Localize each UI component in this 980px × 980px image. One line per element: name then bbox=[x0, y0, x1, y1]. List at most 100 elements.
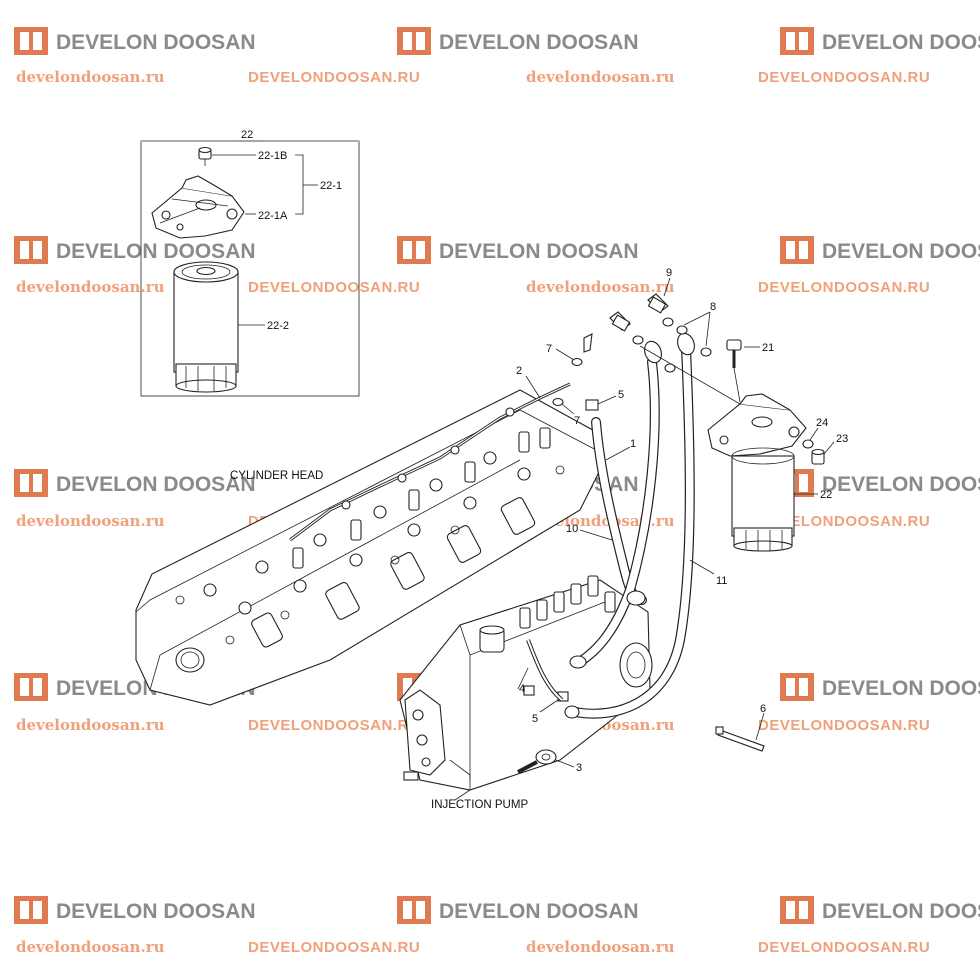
watermark-brand: DEVELON DOOSAN bbox=[822, 473, 980, 496]
bolt-21 bbox=[726, 339, 742, 368]
watermark-logo: DEVELON DOOSAN bbox=[397, 27, 639, 55]
watermark-logo: DEVELON DOOSAN bbox=[780, 27, 980, 55]
watermark-url: DEVELONDOOSAN.RU bbox=[758, 939, 930, 956]
callout-7-lower: 7 bbox=[574, 415, 580, 427]
logo-mark-icon bbox=[397, 896, 431, 924]
watermark-logo: DEVELON DOOSAN bbox=[397, 236, 639, 264]
watermark-url: DEVELONDOOSAN.RU bbox=[248, 279, 420, 296]
callout-10: 10 bbox=[566, 523, 578, 535]
watermark-url: DEVELONDOOSAN.RU bbox=[248, 717, 420, 734]
injector-row bbox=[175, 427, 565, 645]
pump-governor bbox=[403, 689, 446, 781]
watermark-logo: DEVELON DOOSAN bbox=[780, 469, 980, 497]
watermark-brand: DEVELON DOOSAN bbox=[822, 31, 980, 54]
watermark-url: DEVELONDOOSAN.RU bbox=[248, 939, 420, 956]
callout-22-2: 22-2 bbox=[267, 320, 289, 332]
callout-7-upper: 7 bbox=[546, 343, 552, 355]
overflow-valve-7 bbox=[552, 333, 593, 407]
callout-22-1A: 22-1A bbox=[258, 210, 288, 222]
logo-mark-icon bbox=[14, 896, 48, 924]
watermark-url: develondoosan.ru bbox=[16, 716, 165, 734]
caption-cylinder-head: CYLINDER HEAD bbox=[230, 470, 323, 482]
watermark-row-2: DEVELON DOOSAN DEVELON DOOSAN DEVELON DO… bbox=[14, 236, 980, 296]
callout-11: 11 bbox=[716, 575, 727, 587]
watermark-row-5: DEVELON DOOSAN DEVELON DOOSAN DEVELON DO… bbox=[14, 896, 980, 956]
watermark-url: develondoosan.ru bbox=[16, 68, 165, 86]
filter-assembly-inset: 22 22-1B 22-1A 22-1 bbox=[140, 129, 360, 397]
callout-21: 21 bbox=[762, 342, 774, 354]
callout-1: 1 bbox=[630, 438, 636, 450]
callout-5-upper: 5 bbox=[618, 389, 624, 401]
watermark-brand: DEVELON DOOSAN bbox=[56, 240, 256, 263]
callout-leaders bbox=[517, 277, 835, 768]
watermark-brand: DEVELON DOOSAN bbox=[822, 240, 980, 263]
watermark-brand: DEVELON DOOSAN bbox=[56, 31, 256, 54]
pump-delivery-valves bbox=[519, 575, 616, 629]
logo-mark-icon bbox=[780, 673, 814, 701]
callout-8: 8 bbox=[710, 301, 716, 313]
watermark-url: DEVELONDOOSAN.RU bbox=[758, 717, 930, 734]
logo-mark-icon bbox=[14, 27, 48, 55]
washers-8 bbox=[632, 317, 712, 373]
watermark-logo: DEVELON DOOSAN bbox=[14, 469, 256, 497]
callout-22-1B: 22-1B bbox=[258, 150, 287, 162]
callout-6: 6 bbox=[760, 703, 766, 715]
callout-5-lower: 5 bbox=[532, 713, 538, 725]
logo-mark-icon bbox=[14, 469, 48, 497]
watermark-brand: DEVELON DOOSAN bbox=[56, 473, 256, 496]
pipe-4 bbox=[526, 639, 564, 702]
clip-5 bbox=[523, 399, 599, 702]
logo-mark-icon bbox=[780, 27, 814, 55]
callout-22: 22 bbox=[820, 489, 832, 501]
watermark-logo: DEVELON DOOSAN bbox=[780, 236, 980, 264]
watermark-brand: DEVELON DOOSAN bbox=[822, 900, 980, 923]
callout-9: 9 bbox=[666, 267, 672, 279]
logo-mark-icon bbox=[14, 673, 48, 701]
logo-mark-icon bbox=[780, 896, 814, 924]
callout-4: 4 bbox=[519, 683, 525, 695]
plug-23 bbox=[811, 448, 825, 465]
cylinder-head-part bbox=[135, 382, 601, 706]
watermark-brand: DEVELON DOOSAN bbox=[439, 900, 639, 923]
washer-24 bbox=[802, 439, 814, 449]
secondary-filter-part bbox=[707, 393, 807, 552]
inset-frame bbox=[140, 140, 360, 397]
intake-ports bbox=[175, 497, 536, 673]
watermark-layer: DEVELON DOOSAN DEVELON DOOSAN DEVELON DO… bbox=[14, 27, 980, 956]
callout-24: 24 bbox=[816, 417, 828, 429]
logo-mark-icon bbox=[780, 236, 814, 264]
watermark-url: develondoosan.ru bbox=[526, 68, 675, 86]
filter-cartridge-part bbox=[173, 261, 239, 393]
eye-bolt-3 bbox=[517, 749, 557, 774]
watermark-url: DEVELONDOOSAN.RU bbox=[758, 513, 930, 530]
watermark-logo: DEVELON DOOSAN bbox=[397, 896, 639, 924]
watermark-logo: DEVELON DOOSAN bbox=[14, 236, 256, 264]
logo-mark-icon bbox=[397, 236, 431, 264]
watermark-url: develondoosan.ru bbox=[526, 278, 675, 296]
bleed-screw-part bbox=[198, 146, 212, 166]
callout-22-1: 22-1 bbox=[320, 180, 342, 192]
callout-3: 3 bbox=[576, 762, 582, 774]
callout-23: 23 bbox=[836, 433, 848, 445]
watermark-url: DEVELONDOOSAN.RU bbox=[248, 69, 420, 86]
watermark-row-1: DEVELON DOOSAN DEVELON DOOSAN DEVELON DO… bbox=[14, 27, 980, 86]
logo-mark-icon bbox=[397, 27, 431, 55]
callout-2: 2 bbox=[516, 365, 522, 377]
banjo-bolts-9 bbox=[609, 293, 669, 332]
watermark-brand: DEVELON DOOSAN bbox=[439, 240, 639, 263]
logo-mark-icon bbox=[14, 236, 48, 264]
watermark-url: develondoosan.ru bbox=[526, 938, 675, 956]
watermark-url: develondoosan.ru bbox=[16, 278, 165, 296]
watermark-logo: DEVELON DOOSAN bbox=[14, 27, 256, 55]
watermark-url: develondoosan.ru bbox=[16, 512, 165, 530]
callout-labels: 9 8 21 7 2 5 7 1 24 23 22 10 11 4 5 6 3 bbox=[516, 267, 848, 774]
cable-tie-6 bbox=[715, 726, 765, 752]
fuel-hoses bbox=[564, 332, 695, 719]
watermark-logo: DEVELON DOOSAN bbox=[780, 673, 980, 701]
watermark-url: DEVELONDOOSAN.RU bbox=[758, 279, 930, 296]
watermark-logo: DEVELON DOOSAN bbox=[780, 896, 980, 924]
caption-injection-pump: INJECTION PUMP bbox=[431, 799, 528, 811]
callout-22-inset: 22 bbox=[241, 129, 253, 141]
